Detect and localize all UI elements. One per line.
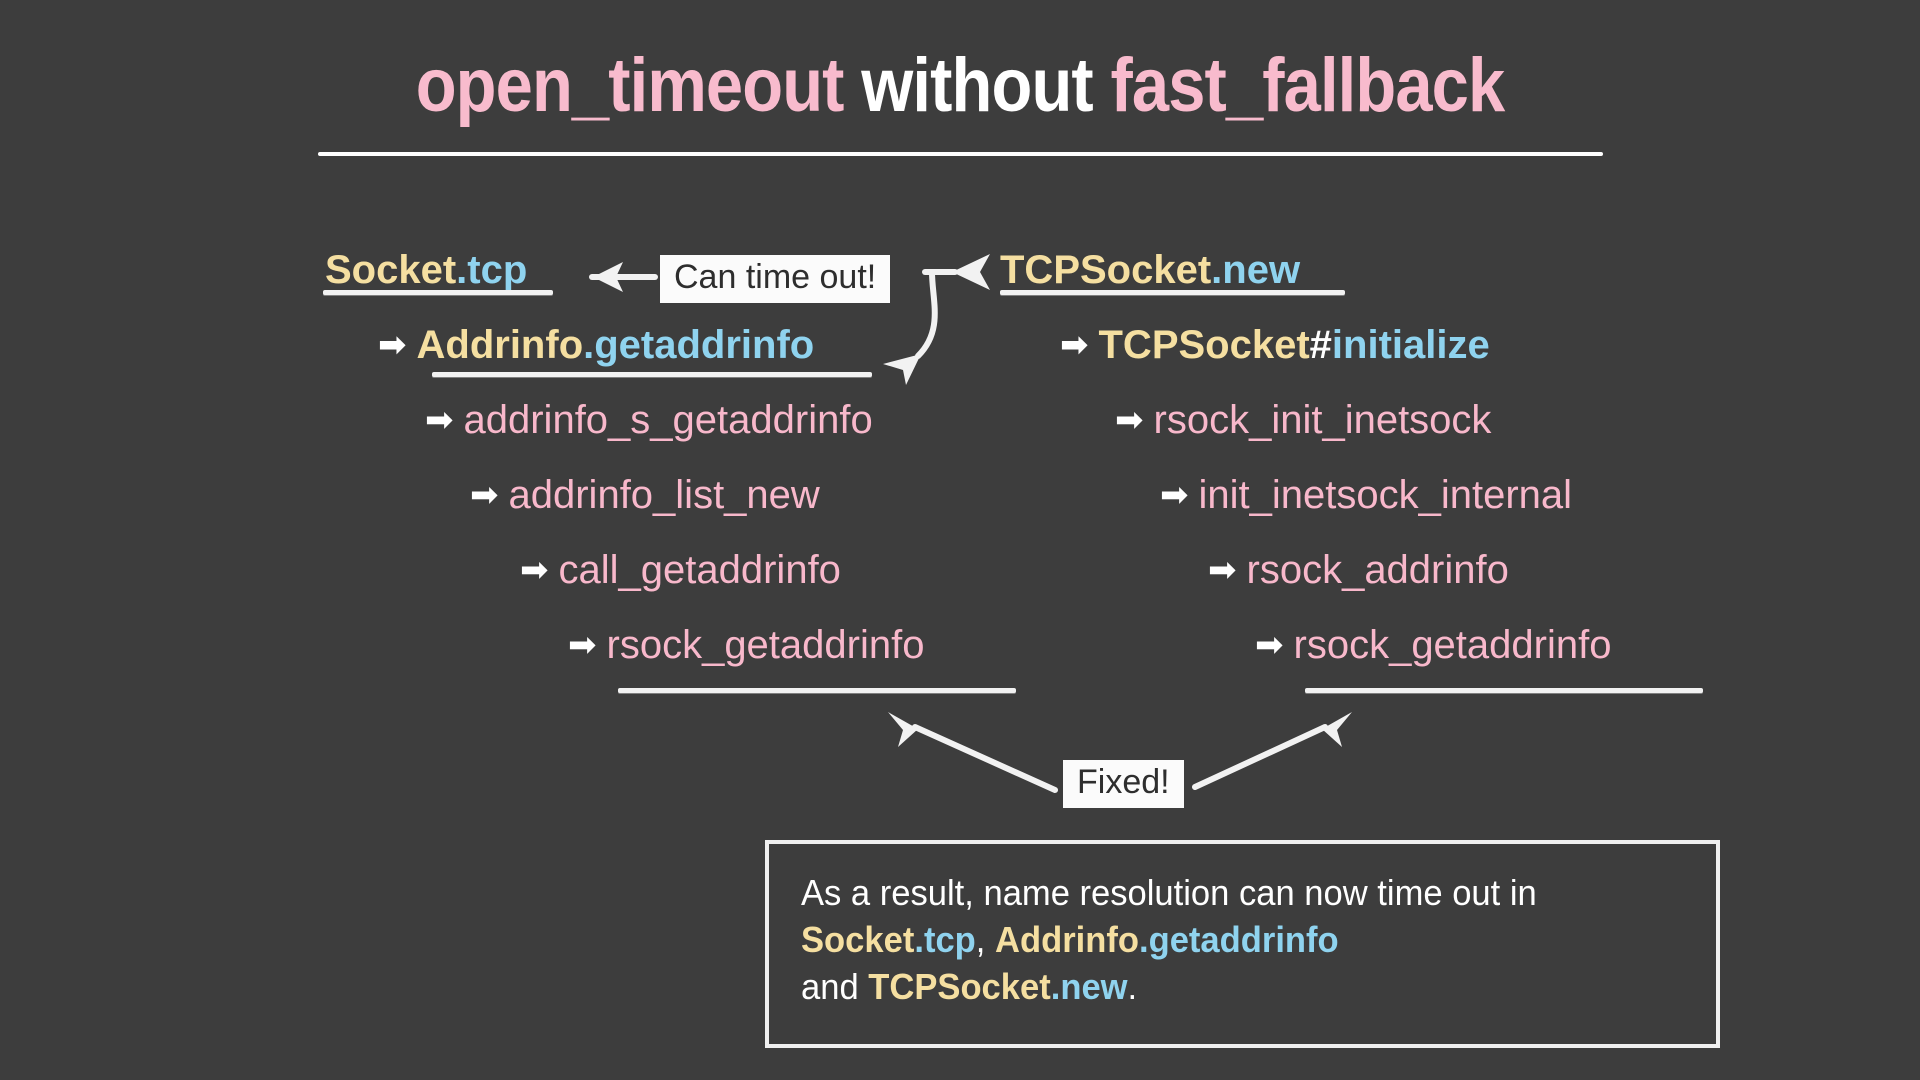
- function-name: init_inetsock_internal: [1198, 473, 1573, 517]
- title-part-without: without: [843, 43, 1111, 128]
- method-initialize: initialize: [1331, 323, 1490, 367]
- stack-row-socket-tcp: Socket.tcp: [325, 250, 527, 290]
- right-arrow-icon: ➡: [1160, 476, 1189, 514]
- note-new: .new: [1050, 965, 1128, 1007]
- title-part-open-timeout: open_timeout: [415, 43, 845, 128]
- right-arrow-icon: ➡: [470, 476, 499, 514]
- stack-row-rsock-getaddrinfo-right: ➡rsock_getaddrinfo: [1255, 625, 1611, 665]
- arrow-fixed-to-left-rsock: [888, 712, 1058, 793]
- separator-dot: .: [1211, 248, 1223, 292]
- title-part-fast-fallback: fast_fallback: [1110, 43, 1506, 128]
- function-name: rsock_getaddrinfo: [606, 623, 925, 667]
- note-and: and: [801, 965, 869, 1007]
- stack-row-rsock-getaddrinfo-left: ➡rsock_getaddrinfo: [568, 625, 924, 665]
- receiver-tcpsocket: TCPSocket: [1000, 248, 1212, 292]
- result-note-box: As a result, name resolution can now tim…: [765, 840, 1720, 1048]
- right-arrow-icon: ➡: [520, 551, 549, 589]
- stack-row-init-inetsock-internal: ➡init_inetsock_internal: [1160, 475, 1572, 515]
- right-arrow-icon: ➡: [1115, 401, 1144, 439]
- stack-row-addrinfo-getaddrinfo: ➡Addrinfo.getaddrinfo: [378, 325, 814, 365]
- method-new: new: [1222, 248, 1301, 292]
- stack-row-rsock-init-inetsock: ➡rsock_init_inetsock: [1115, 400, 1491, 440]
- note-tcpsocket: TCPSocket: [868, 965, 1051, 1007]
- stack-row-tcpsocket-initialize: ➡TCPSocket#initialize: [1060, 325, 1490, 365]
- note-socket: Socket: [801, 918, 915, 960]
- separator-dot: .: [583, 323, 595, 367]
- arrow-fork-to-addrinfo-getaddrinfo: [883, 269, 938, 385]
- note-addrinfo: Addrinfo: [995, 918, 1139, 960]
- callout-can-time-out: Can time out!: [660, 255, 891, 304]
- function-name: addrinfo_s_getaddrinfo: [463, 398, 873, 442]
- separator-dot: .: [456, 248, 468, 292]
- arrow-to-socket-tcp: [589, 262, 658, 292]
- function-name: rsock_init_inetsock: [1153, 398, 1492, 442]
- result-note-content: As a result, name resolution can now tim…: [801, 870, 1696, 1010]
- right-arrow-icon: ➡: [425, 401, 454, 439]
- receiver-tcpsocket: TCPSocket: [1098, 323, 1310, 367]
- note-line-2: Socket.tcp, Addrinfo.getaddrinfo: [801, 917, 1660, 964]
- underline-addrinfo-getaddrinfo: [432, 372, 872, 377]
- right-arrow-icon: ➡: [1255, 626, 1284, 664]
- stack-row-call-getaddrinfo: ➡call_getaddrinfo: [520, 550, 841, 590]
- stack-row-addrinfo-list-new: ➡addrinfo_list_new: [470, 475, 820, 515]
- stack-row-tcpsocket-new: TCPSocket.new: [1000, 250, 1300, 290]
- right-arrow-icon: ➡: [1060, 326, 1089, 364]
- function-name: addrinfo_list_new: [508, 473, 820, 517]
- function-name: rsock_getaddrinfo: [1293, 623, 1612, 667]
- callout-fixed: Fixed!: [1063, 760, 1184, 809]
- stack-row-rsock-addrinfo: ➡rsock_addrinfo: [1208, 550, 1509, 590]
- right-arrow-icon: ➡: [378, 326, 407, 364]
- right-arrow-icon: ➡: [568, 626, 597, 664]
- function-name: rsock_addrinfo: [1246, 548, 1509, 592]
- right-arrow-icon: ➡: [1208, 551, 1237, 589]
- arrow-fixed-to-right-rsock: [1192, 712, 1352, 790]
- note-line-3: and TCPSocket.new.: [801, 964, 1660, 1011]
- note-period: .: [1127, 965, 1138, 1007]
- note-comma: ,: [975, 918, 996, 960]
- title-divider: [318, 152, 1603, 156]
- stack-row-addrinfo-s-getaddrinfo: ➡addrinfo_s_getaddrinfo: [425, 400, 873, 440]
- underline-rsock-getaddrinfo-left: [618, 688, 1016, 693]
- arrow-fork-to-tcpsocket-new: [922, 254, 990, 290]
- separator-hash: #: [1309, 323, 1332, 367]
- underline-rsock-getaddrinfo-right: [1305, 688, 1703, 693]
- note-tcp: .tcp: [914, 918, 976, 960]
- note-line-1: As a result, name resolution can now tim…: [801, 872, 1537, 913]
- page-title: open_timeout without fast_fallback: [115, 42, 1805, 129]
- receiver-socket: Socket: [325, 248, 457, 292]
- note-getaddrinfo: .getaddrinfo: [1138, 918, 1339, 960]
- receiver-addrinfo: Addrinfo: [416, 323, 584, 367]
- underline-socket-tcp: [323, 290, 553, 295]
- method-getaddrinfo: getaddrinfo: [594, 323, 815, 367]
- method-tcp: tcp: [467, 248, 528, 292]
- function-name: call_getaddrinfo: [558, 548, 841, 592]
- underline-tcpsocket-new: [1000, 290, 1345, 295]
